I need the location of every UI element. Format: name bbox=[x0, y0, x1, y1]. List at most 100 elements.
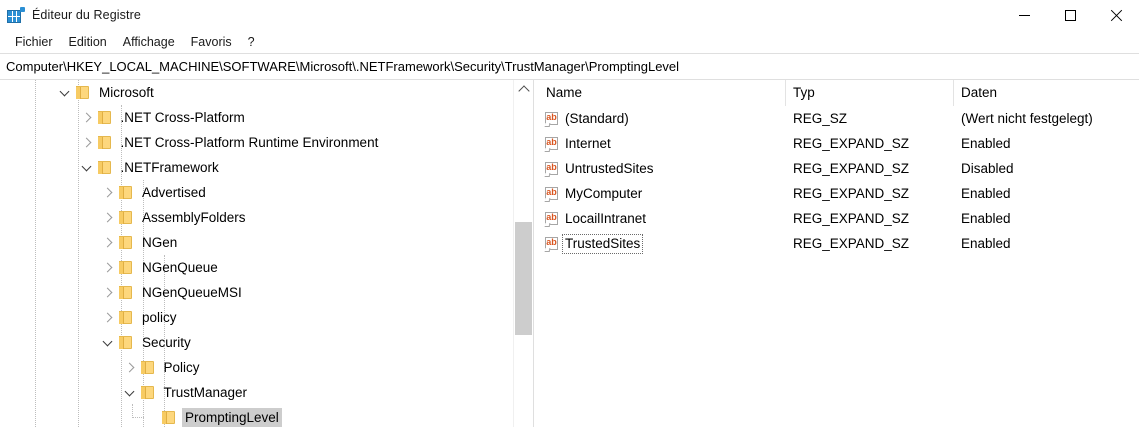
tree-item-advertised[interactable]: Advertised bbox=[0, 180, 513, 205]
chevron-down-icon[interactable] bbox=[57, 85, 73, 101]
registry-tree[interactable]: Microsoft .NET Cross-Platform .NET Cross-P… bbox=[0, 80, 513, 427]
tree-item-security[interactable]: Security bbox=[0, 330, 513, 355]
value-list-rows: ab(Standard)REG_SZ(Wert nicht festgelegt… bbox=[539, 106, 1139, 427]
string-value-icon: ab bbox=[544, 236, 560, 252]
tree-item-label: .NET Cross-Platform Runtime Environment bbox=[120, 134, 379, 150]
menu-item-favoris[interactable]: Favoris bbox=[190, 34, 232, 49]
tree-item-netframework[interactable]: .NETFramework bbox=[0, 155, 513, 180]
value-name-cell: ab MyComputer bbox=[539, 185, 786, 203]
menu-item-affichage[interactable]: Affichage bbox=[122, 34, 175, 49]
folder-icon bbox=[117, 185, 134, 200]
minimize-icon bbox=[1018, 14, 1030, 16]
scrollbar-thumb[interactable] bbox=[515, 222, 532, 335]
value-name-label: Internet bbox=[565, 135, 611, 151]
value-name-label: LocailIntranet bbox=[565, 210, 647, 226]
minimize-button[interactable] bbox=[1001, 0, 1047, 30]
tree-item-net-cross-platform-runtime-environment[interactable]: .NET Cross-Platform Runtime Environment bbox=[0, 130, 513, 155]
tree-item-policy[interactable]: Policy bbox=[0, 355, 513, 380]
folder-icon bbox=[139, 385, 156, 400]
tree-elbow-connector bbox=[132, 404, 144, 418]
string-value-icon: ab bbox=[544, 111, 560, 127]
menu-item-help[interactable]: ? bbox=[247, 34, 255, 49]
chevron-right-icon[interactable] bbox=[79, 135, 95, 151]
tree-item-promptinglevel[interactable]: PromptingLevel bbox=[0, 404, 513, 427]
value-type-cell: REG_EXPAND_SZ bbox=[793, 236, 910, 251]
chevron-right-icon[interactable] bbox=[100, 310, 116, 326]
tree-guide-line bbox=[164, 255, 165, 427]
tree-indent bbox=[0, 130, 79, 155]
folder-icon bbox=[117, 235, 134, 250]
tree-item-policy[interactable]: policy bbox=[0, 305, 513, 330]
value-name-label: (Standard) bbox=[565, 110, 629, 126]
chevron-right-icon[interactable] bbox=[100, 260, 116, 276]
value-list-pane: Name Typ Daten ab(Standard)REG_SZ(Wert n… bbox=[539, 80, 1139, 427]
address-bar[interactable]: Computer\HKEY_LOCAL_MACHINE\SOFTWARE\Mic… bbox=[0, 53, 1139, 80]
tree-item-trustmanager[interactable]: TrustManager bbox=[0, 380, 513, 405]
chevron-right-icon[interactable] bbox=[100, 185, 116, 201]
folder-icon bbox=[117, 210, 134, 225]
registry-editor-icon bbox=[7, 6, 25, 24]
folder-icon bbox=[96, 135, 113, 150]
tree-indent bbox=[0, 205, 100, 230]
chevron-right-icon[interactable] bbox=[100, 235, 116, 251]
registry-tree-pane: Microsoft .NET Cross-Platform .NET Cross-P… bbox=[0, 80, 533, 427]
tree-item-microsoft[interactable]: Microsoft bbox=[0, 80, 513, 105]
value-data-cell: Enabled bbox=[961, 136, 1011, 151]
tree-indent bbox=[0, 230, 100, 255]
tree-indent bbox=[0, 355, 122, 380]
table-row[interactable]: ab(Standard)REG_SZ(Wert nicht festgelegt… bbox=[539, 106, 1139, 131]
column-header-data[interactable]: Daten bbox=[961, 85, 998, 100]
tree-item-label: TrustManager bbox=[163, 384, 248, 400]
string-value-icon: ab bbox=[544, 161, 560, 177]
menu-item-edition[interactable]: Edition bbox=[68, 34, 107, 49]
value-type-cell: REG_EXPAND_SZ bbox=[793, 186, 910, 201]
tree-item-label: .NET Cross-Platform bbox=[120, 109, 245, 125]
window-controls bbox=[1001, 0, 1139, 30]
menu-bar: Fichier Edition Affichage Favoris ? bbox=[0, 30, 1139, 53]
close-button[interactable] bbox=[1093, 0, 1139, 30]
chevron-right-icon[interactable] bbox=[79, 110, 95, 126]
tree-guide-line bbox=[143, 180, 144, 427]
column-header-name[interactable]: Name bbox=[539, 80, 786, 106]
content-panes: Microsoft .NET Cross-Platform .NET Cross-P… bbox=[0, 80, 1139, 427]
scroll-up-icon[interactable] bbox=[514, 80, 533, 99]
tree-item-ngenqueue[interactable]: NGenQueue bbox=[0, 255, 513, 280]
value-type-cell: REG_EXPAND_SZ bbox=[793, 161, 910, 176]
chevron-down-icon[interactable] bbox=[79, 160, 95, 176]
pane-splitter[interactable] bbox=[533, 80, 539, 427]
folder-icon bbox=[74, 85, 91, 100]
value-data-cell: Enabled bbox=[961, 236, 1011, 251]
tree-indent bbox=[0, 255, 100, 280]
tree-indent bbox=[0, 105, 79, 130]
tree-item-net-cross-platform[interactable]: .NET Cross-Platform bbox=[0, 105, 513, 130]
tree-indent bbox=[0, 80, 57, 105]
chevron-right-icon[interactable] bbox=[100, 285, 116, 301]
column-header-type[interactable]: Typ bbox=[786, 80, 954, 106]
folder-icon bbox=[117, 285, 134, 300]
menu-item-fichier[interactable]: Fichier bbox=[15, 34, 53, 49]
chevron-down-icon[interactable] bbox=[122, 385, 138, 401]
tree-item-ngen[interactable]: NGen bbox=[0, 230, 513, 255]
tree-indent bbox=[0, 305, 100, 330]
maximize-button[interactable] bbox=[1047, 0, 1093, 30]
tree-item-label: Microsoft bbox=[99, 84, 154, 100]
tree-indent bbox=[0, 380, 122, 405]
value-list-header: Name Typ Daten bbox=[539, 80, 1139, 107]
chevron-down-icon[interactable] bbox=[100, 335, 116, 351]
tree-item-ngenqueuemsi[interactable]: NGenQueueMSI bbox=[0, 280, 513, 305]
tree-item-assemblyfolders[interactable]: AssemblyFolders bbox=[0, 205, 513, 230]
tree-item-label: NGenQueue bbox=[142, 259, 218, 275]
string-value-icon: ab bbox=[544, 136, 560, 152]
value-data-cell: Disabled bbox=[961, 161, 1014, 176]
tree-scrollbar[interactable] bbox=[513, 80, 533, 427]
chevron-right-icon[interactable] bbox=[122, 360, 138, 376]
value-name-label: MyComputer bbox=[565, 185, 643, 201]
tree-item-label: policy bbox=[142, 309, 177, 325]
string-value-icon: ab bbox=[544, 186, 560, 202]
chevron-right-icon[interactable] bbox=[100, 210, 116, 226]
